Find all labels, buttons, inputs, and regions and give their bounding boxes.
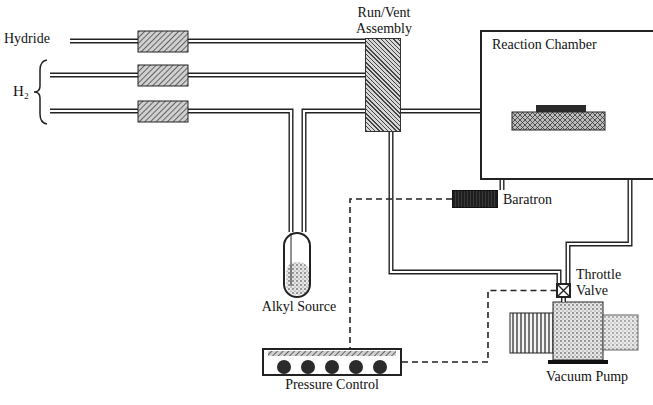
signal-line xyxy=(350,199,452,348)
assembly-block: Run/Vent Assembly xyxy=(365,38,401,132)
controller-box: Pressure Control xyxy=(262,348,402,376)
signal-line xyxy=(402,291,556,363)
susceptor xyxy=(512,105,605,130)
node-label: Throttle Valve xyxy=(576,267,634,298)
bubbler: Alkyl Source xyxy=(283,232,311,298)
vent-line xyxy=(391,132,559,283)
node-label: Vacuum Pump xyxy=(546,369,628,384)
gauge-port xyxy=(502,180,503,190)
valve-cross xyxy=(557,284,570,297)
pipe-wall xyxy=(561,298,566,302)
gas-lines xyxy=(50,41,365,232)
valve-symbol: Throttle Valve xyxy=(556,283,571,298)
node-label: Reaction Chamber xyxy=(482,32,653,57)
pipe-bore xyxy=(304,111,365,232)
node-label: Pressure Control xyxy=(264,377,400,392)
controller-internals xyxy=(268,351,396,374)
reaction-chamber: Reaction Chamber xyxy=(480,30,653,180)
pipe-bore xyxy=(391,132,559,283)
pipe-wall xyxy=(500,180,505,190)
gas-label: Hydride xyxy=(4,31,50,46)
pipe-wall xyxy=(304,111,365,232)
gas-label: H₂ xyxy=(13,83,29,100)
vacuum-pump-body xyxy=(510,302,638,364)
node-label: Run/Vent Assembly xyxy=(344,5,424,36)
h2-brace xyxy=(34,60,47,124)
bubbler-liquid xyxy=(286,233,309,295)
pump-line xyxy=(563,298,564,302)
node-label: Baratron xyxy=(503,192,552,207)
signal-path xyxy=(402,291,556,363)
pipe-bore xyxy=(562,298,564,302)
mass-flow-controllers xyxy=(138,31,188,122)
pipe-bore xyxy=(501,180,503,190)
run-line xyxy=(401,111,480,112)
pipe-bore xyxy=(401,110,480,112)
pipe-wall xyxy=(391,132,559,283)
signal-path xyxy=(350,199,452,348)
pump-symbol: Vacuum Pump xyxy=(510,302,638,362)
node-label: Alkyl Source xyxy=(254,299,344,314)
alkyl-line xyxy=(304,111,365,232)
pressure-gauge: Baratron xyxy=(452,190,498,208)
pipe-wall xyxy=(401,109,480,114)
